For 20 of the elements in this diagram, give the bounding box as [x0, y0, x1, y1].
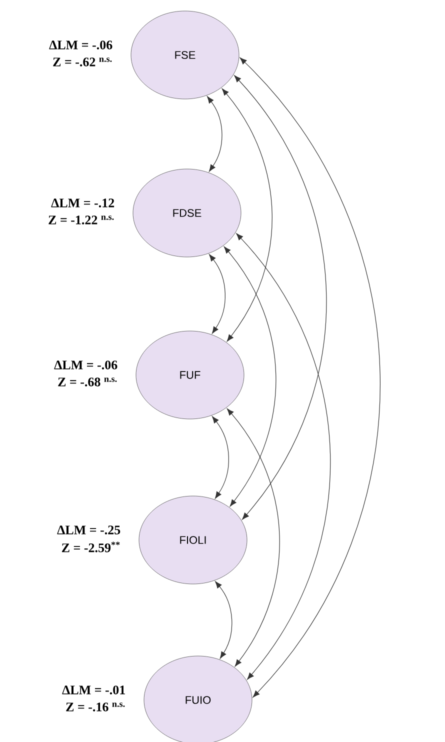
fit-statistic: ΔLM = -.25 — [57, 526, 120, 534]
fit-statistic: Z = -.62 $^{n.s.}$ — [53, 58, 112, 66]
fit-statistic: ΔLM = -.06 — [49, 40, 112, 50]
fit-statistic: Z = -2.59$^{**}$ — [62, 542, 120, 552]
correlation-arrow — [240, 57, 380, 698]
fit-statistic: Z = -.68 $^{n.s.}$ — [58, 378, 117, 386]
correlation-arrow — [215, 581, 232, 659]
correlation-arrow — [207, 96, 222, 172]
fit-statistic: ΔLM = -.12 — [51, 198, 114, 208]
correlation-arrow — [234, 75, 327, 520]
fit-statistic: Z = -1.22 $^{n.s.}$ — [48, 216, 114, 224]
correlation-arrow — [209, 254, 226, 334]
correlation-arrow — [212, 416, 229, 499]
fit-statistic: Z = -.16 $^{n.s.}$ — [66, 702, 125, 712]
correlation-arrow — [236, 233, 331, 680]
correlation-arrow — [224, 246, 276, 507]
fit-statistic: ΔLM = -.01 — [62, 686, 125, 694]
fit-statistic: ΔLM = -.06 — [54, 360, 118, 370]
correlation-arrow — [226, 408, 280, 667]
correlation-arrow — [222, 88, 272, 342]
